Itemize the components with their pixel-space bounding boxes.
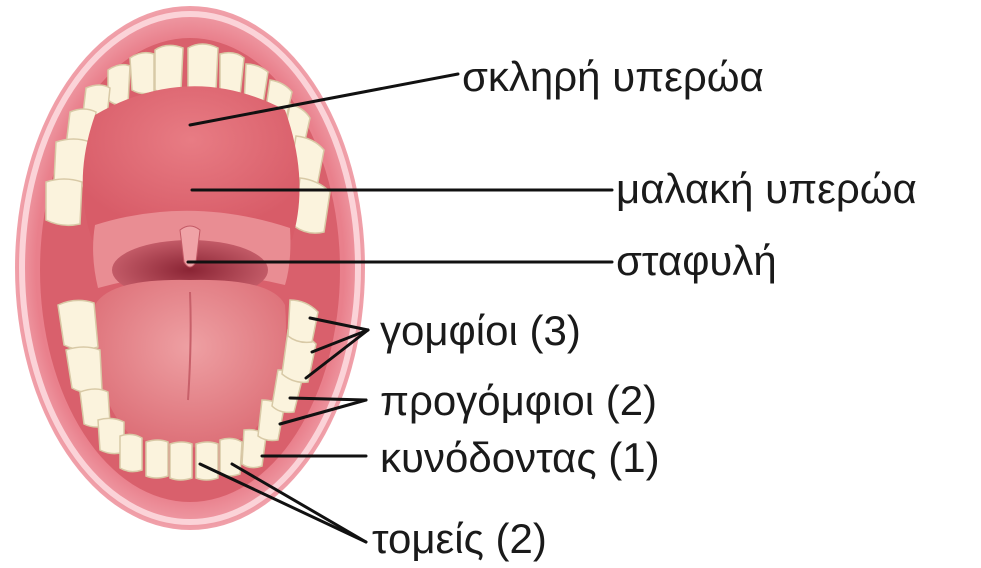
label-hard-palate: σκληρή υπερώα xyxy=(462,56,764,98)
upper-incisor-left-2 xyxy=(130,53,154,94)
label-uvula: σταφυλή xyxy=(616,240,777,282)
label-canine: κυνόδοντας (1) xyxy=(380,437,660,479)
lower-canine-left xyxy=(120,434,142,471)
lower-molar-left-2 xyxy=(66,347,102,393)
label-incisors: τομείς (2) xyxy=(372,518,547,560)
lower-molar-left xyxy=(58,300,98,349)
label-premolars: προγόμφιοι (2) xyxy=(380,380,657,422)
label-soft-palate: μαλακή υπερώα xyxy=(616,168,917,210)
lower-incisor-left xyxy=(146,440,168,478)
lower-incisor-right-2 xyxy=(220,438,242,476)
label-molars: γομφίοι (3) xyxy=(380,310,581,352)
upper-canine-left xyxy=(108,65,130,106)
lower-incisor-left-2 xyxy=(170,442,192,480)
upper-incisor-left xyxy=(155,45,183,93)
upper-molar-left-2 xyxy=(46,179,82,225)
upper-incisor-right xyxy=(188,44,218,93)
leader-premolars-1 xyxy=(290,398,366,400)
lower-incisor-right xyxy=(196,442,218,480)
